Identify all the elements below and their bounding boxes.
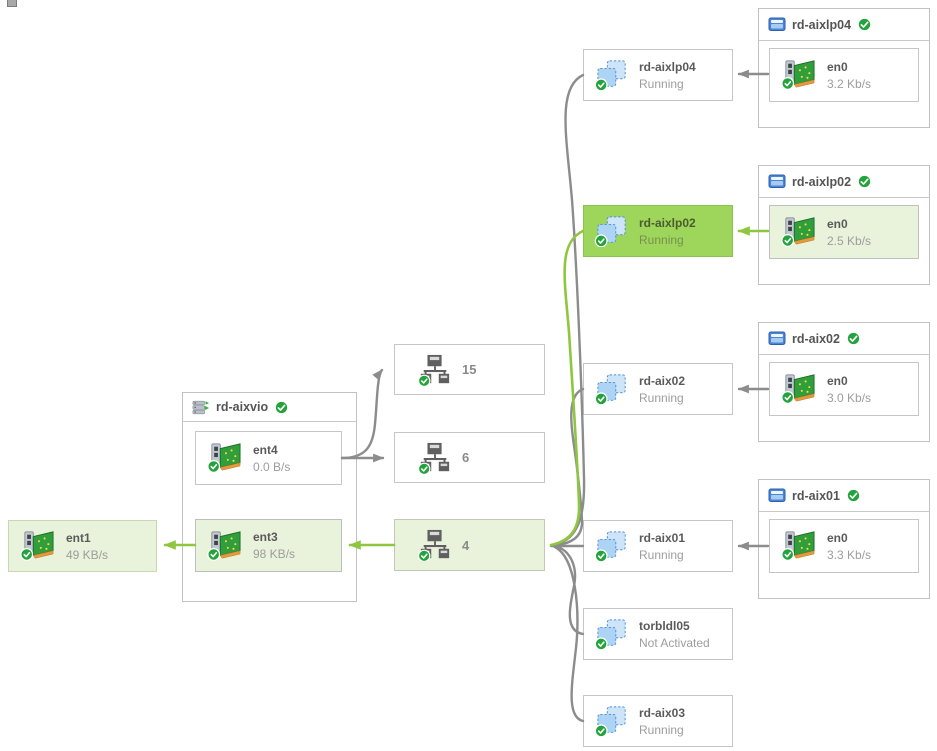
network-adapter-icon xyxy=(780,59,818,91)
vios-container[interactable]: rd-aixvio ent4 0.0 B/s ent3 98 KB/s xyxy=(182,392,357,602)
adapter-node-en0[interactable]: en0 3.0 Kb/s xyxy=(769,362,919,416)
vlan-node-4[interactable]: 4 xyxy=(394,519,545,571)
partition-name: rd-aix01 xyxy=(639,530,686,545)
system-icon xyxy=(768,331,786,346)
partition-status: Running xyxy=(639,232,684,247)
adapter-rate: 3.2 Kb/s xyxy=(827,76,872,91)
vlan-id: 6 xyxy=(462,450,470,465)
system-container-rd-aix01[interactable]: rd-aix01 en0 3.3 Kb/s xyxy=(758,479,930,599)
partition-node-rd-aix01[interactable]: rd-aix01 Running xyxy=(583,520,733,572)
partition-status: Running xyxy=(639,390,684,405)
ok-check-icon xyxy=(274,400,289,415)
adapter-name: ent4 xyxy=(253,442,278,457)
adapter-node-en0[interactable]: en0 3.3 Kb/s xyxy=(769,519,919,573)
partition-node-rd-aix03[interactable]: rd-aix03 Running xyxy=(583,695,733,747)
adapter-rate: 0.0 B/s xyxy=(253,459,291,474)
lpar-icon xyxy=(594,59,630,91)
partition-status: Running xyxy=(639,76,684,91)
vlan-node-15[interactable]: 15 xyxy=(394,344,545,395)
virtual-network-icon xyxy=(417,354,453,386)
adapter-name: en0 xyxy=(827,373,848,388)
adapter-name: ent3 xyxy=(253,530,278,544)
partition-name: torbldl05 xyxy=(639,618,690,633)
lpar-icon xyxy=(594,373,630,405)
ok-check-icon xyxy=(846,488,861,503)
system-title: rd-aixlp02 xyxy=(792,174,852,189)
system-header[interactable]: rd-aixlp02 xyxy=(759,166,929,198)
lpar-icon xyxy=(594,705,630,737)
network-adapter-icon xyxy=(780,216,818,248)
virtual-network-icon xyxy=(417,529,453,561)
lpar-icon xyxy=(594,530,630,562)
network-adapter-icon xyxy=(206,442,244,474)
system-header[interactable]: rd-aix02 xyxy=(759,323,929,355)
ok-check-icon xyxy=(846,331,861,346)
system-container-rd-aixlp02[interactable]: rd-aixlp02 en0 2.5 Kb/s xyxy=(758,165,930,285)
vlan-id: 15 xyxy=(462,362,477,377)
adapter-node-ent4[interactable]: ent4 0.0 B/s xyxy=(195,431,342,485)
system-title: rd-aix02 xyxy=(792,331,840,346)
system-header[interactable]: rd-aixlp04 xyxy=(759,9,929,41)
vios-title: rd-aixvio xyxy=(216,400,269,414)
lpar-icon xyxy=(594,618,630,650)
adapter-name: ent1 xyxy=(66,530,91,545)
adapter-rate: 3.3 Kb/s xyxy=(827,547,872,562)
vlan-id: 4 xyxy=(462,537,470,553)
partition-name: rd-aix03 xyxy=(639,705,686,720)
clipped-icon xyxy=(7,0,17,7)
virtual-network-icon xyxy=(417,442,453,474)
partition-name: rd-aixlp04 xyxy=(639,59,696,74)
adapter-node-en0[interactable]: en0 3.2 Kb/s xyxy=(769,48,919,102)
ok-check-icon xyxy=(857,17,872,32)
partition-status: Running xyxy=(639,722,684,737)
shared-ethernet-adapter-icon xyxy=(206,530,244,562)
system-icon xyxy=(768,488,786,503)
adapter-node-en0[interactable]: en0 2.5 Kb/s xyxy=(769,205,919,259)
adapter-rate: 98 KB/s xyxy=(253,547,296,561)
vios-header[interactable]: rd-aixvio xyxy=(183,393,356,422)
system-icon xyxy=(768,17,786,32)
system-title: rd-aixlp04 xyxy=(792,17,852,32)
system-container-rd-aixlp04[interactable]: rd-aixlp04 en0 3.2 Kb/s xyxy=(758,8,930,128)
partition-node-torbldl05[interactable]: torbldl05 Not Activated xyxy=(583,608,733,660)
system-container-rd-aix02[interactable]: rd-aix02 en0 3.0 Kb/s xyxy=(758,322,930,442)
system-title: rd-aix01 xyxy=(792,488,840,503)
partition-name: rd-aix02 xyxy=(639,373,686,388)
partition-status: Running xyxy=(639,547,684,562)
partition-node-rd-aixlp02[interactable]: rd-aixlp02 Running xyxy=(583,205,733,257)
system-header[interactable]: rd-aix01 xyxy=(759,480,929,512)
adapter-rate: 2.5 Kb/s xyxy=(827,233,872,248)
adapter-node-ent3[interactable]: ent3 98 KB/s xyxy=(195,519,342,572)
adapter-name: en0 xyxy=(827,216,848,231)
adapter-rate: 49 KB/s xyxy=(66,547,109,562)
partition-status: Not Activated xyxy=(639,635,710,650)
partition-name: rd-aixlp02 xyxy=(639,215,696,230)
network-adapter-icon xyxy=(19,530,57,562)
vlan-node-6[interactable]: 6 xyxy=(394,432,545,483)
adapter-node-ent1[interactable]: ent1 49 KB/s xyxy=(8,520,157,572)
lpar-icon xyxy=(594,215,630,247)
vios-server-icon xyxy=(192,400,210,415)
ok-check-icon xyxy=(857,174,872,189)
system-icon xyxy=(768,174,786,189)
partition-node-rd-aixlp04[interactable]: rd-aixlp04 Running xyxy=(583,49,733,101)
adapter-name: en0 xyxy=(827,59,848,74)
network-adapter-icon xyxy=(780,530,818,562)
adapter-name: en0 xyxy=(827,530,848,545)
partition-node-rd-aix02[interactable]: rd-aix02 Running xyxy=(583,363,733,415)
network-adapter-icon xyxy=(780,373,818,405)
adapter-rate: 3.0 Kb/s xyxy=(827,390,872,405)
